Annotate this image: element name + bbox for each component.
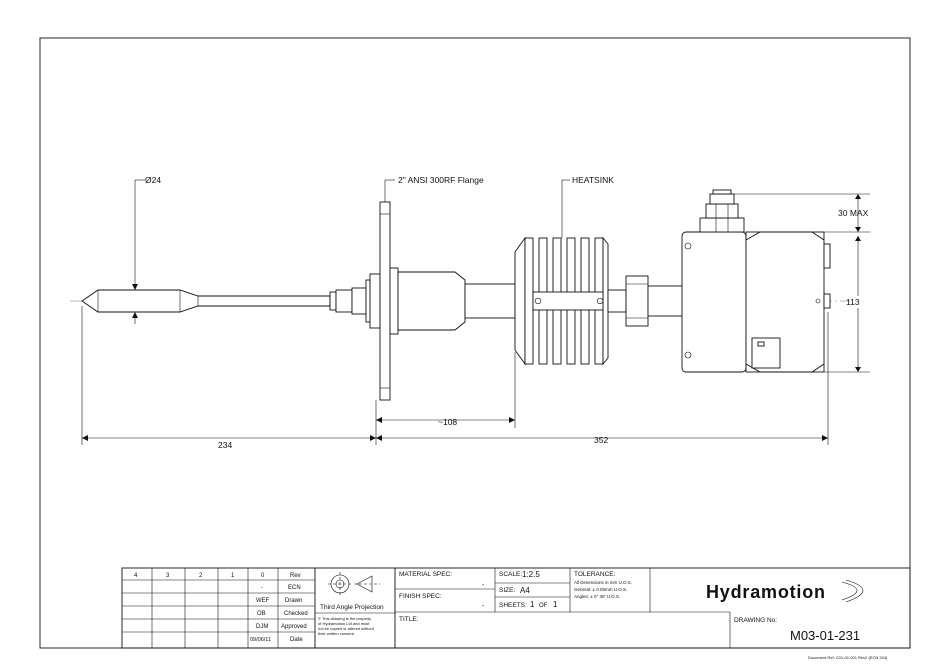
drawn-value: WEF xyxy=(256,598,270,604)
sheets-total-value: 1 xyxy=(553,600,558,609)
tolerance-line-1: All Dimensions in mm U.O.S. xyxy=(574,580,632,585)
company-logo: Hydramotion xyxy=(706,582,826,602)
dimension-annotations: Ø24 2" ANSI 300RF Flange HEATSINK 30 MAX… xyxy=(81,175,870,450)
copyright-line-4: their written consent xyxy=(318,631,355,636)
size-value: A4 xyxy=(520,586,530,595)
size-label: SIZE: xyxy=(499,587,515,594)
finish-spec-label: FINISH SPEC: xyxy=(399,593,442,600)
finish-spec-value: - xyxy=(482,603,485,610)
tolerance-line-2: General: ± 0.05mm U.O.S. xyxy=(574,587,627,592)
flange-label: 2" ANSI 300RF Flange xyxy=(398,175,484,185)
heatsink-label: HEATSINK xyxy=(572,175,614,185)
body-length-label: 352 xyxy=(594,435,608,445)
hydramotion-logo: Hydramotion xyxy=(706,579,864,603)
rev-col-0: 0 xyxy=(261,573,265,579)
heatsink-offset-label: ~108 xyxy=(438,417,457,427)
rev-col-3: 3 xyxy=(166,573,170,579)
drawing-number-label: DRAWING No: xyxy=(734,617,777,624)
rev-col-4: 4 xyxy=(134,573,138,579)
approved-label: Approved xyxy=(281,624,307,630)
title-label: TITLE: xyxy=(399,616,419,623)
material-spec-label: MATERIAL SPEC: xyxy=(399,571,452,578)
tolerance-line-3: Angles: ± 0° 30' U.O.S. xyxy=(574,594,620,599)
approved-value: DJM xyxy=(256,624,268,630)
scale-value: 1:2.5 xyxy=(522,570,540,579)
checked-label: Checked xyxy=(284,611,308,617)
gland-max-label: 30 MAX xyxy=(838,208,869,218)
projection-label: Third Angle Projection xyxy=(320,604,384,611)
sheets-value: 1 xyxy=(530,600,535,609)
tolerance-label: TOLERANCE: xyxy=(574,571,616,578)
rev-col-2: 2 xyxy=(199,573,203,579)
checked-value: OB xyxy=(257,611,266,617)
rev-col-1: 1 xyxy=(231,573,235,579)
copyright-line-1: © This drawing is the property xyxy=(318,616,371,621)
revision-table: 4 3 2 1 0 Rev - ECN WEF Drawn OB Checked… xyxy=(122,568,316,648)
document-reference: Document Ref: C01-02-001 Rev2 (ECN 324) xyxy=(808,655,888,660)
date-label: Date xyxy=(290,637,303,643)
date-value: 09/06/11 xyxy=(250,637,271,643)
ecn-value: - xyxy=(261,585,263,591)
rev-col-header: Rev xyxy=(290,573,301,579)
probe-diameter-label: Ø24 xyxy=(145,175,161,185)
third-angle-projection-symbol: Third Angle Projection © This drawing is… xyxy=(315,572,395,636)
copyright-line-2: of Hydramotion Ltd and must xyxy=(318,621,370,626)
drawn-label: Drawn xyxy=(285,598,302,604)
drawing-number: M03-01-231 xyxy=(790,628,860,643)
sheets-of-label: OF xyxy=(539,603,548,609)
scale-label: SCALE: xyxy=(499,571,522,578)
copyright-line-3: not be copied or altered without xyxy=(318,626,375,631)
sensor-part-drawing xyxy=(70,189,850,401)
ecn-label: ECN xyxy=(288,585,301,591)
probe-length-label: 234 xyxy=(218,440,232,450)
title-block: 4 3 2 1 0 Rev - ECN WEF Drawn OB Checked… xyxy=(121,567,911,649)
material-spec-value: - xyxy=(482,582,485,589)
sheets-label: SHEETS: xyxy=(499,602,527,609)
head-height-label: 113 xyxy=(846,297,860,307)
